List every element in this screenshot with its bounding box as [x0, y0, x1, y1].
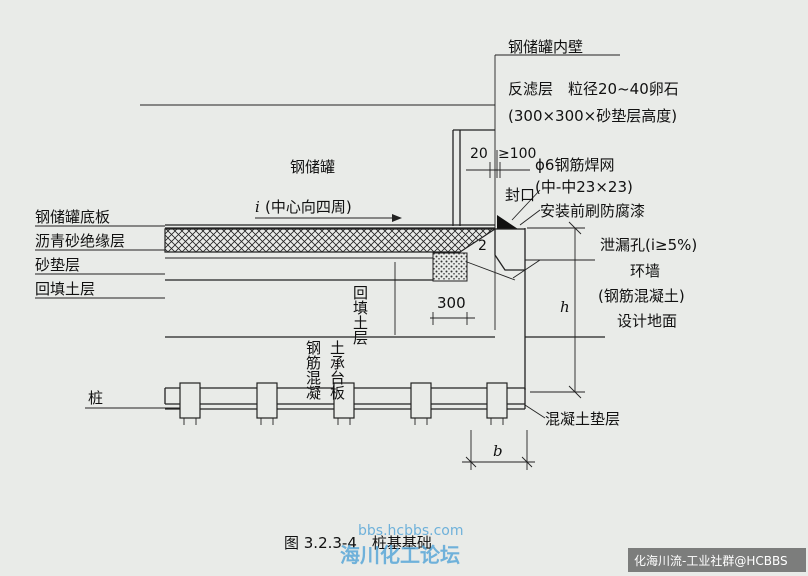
tank-label: 钢储罐	[290, 158, 335, 176]
left-leader-lines	[35, 225, 180, 409]
paint-label: 安装前刷防腐漆	[540, 202, 645, 220]
seal-label: 封口	[505, 186, 535, 204]
pile	[179, 382, 201, 425]
asphalt-layer-label: 沥青砂绝缘层	[35, 232, 125, 250]
inner-wall-label: 钢储罐内壁	[508, 38, 583, 56]
sand-layer-label: 砂垫层	[35, 256, 80, 274]
dimension-b	[462, 430, 535, 470]
watermark-corner: 化海川流-工业社群@HCBBS	[634, 553, 788, 568]
pile	[333, 382, 355, 425]
mesh-label: ϕ6钢筋焊网	[535, 156, 614, 174]
seal-block	[497, 215, 518, 229]
pile	[486, 382, 508, 425]
dim-20-label: 20	[470, 146, 488, 162]
figure-caption: 图 3.2.3-4 桩基基础	[284, 534, 432, 552]
leak-pipe	[466, 261, 516, 281]
design-ground-label: 设计地面	[617, 312, 677, 330]
watermark-forum: 海川化工论坛	[340, 543, 460, 567]
tank-bottom-plate	[165, 224, 495, 229]
dim-2-label: 2	[478, 238, 487, 254]
filter-size-label: (300×300×砂垫层高度)	[508, 107, 677, 125]
dim-100-label: ≥100	[498, 146, 536, 162]
leak-hole-label: 泄漏孔(i≥5%)	[600, 236, 697, 254]
mesh-spacing-label: (中-中23×23)	[535, 178, 633, 196]
dimension-300	[430, 312, 475, 325]
filter-layer-label: 反滤层 粒径20~40卵石	[508, 80, 679, 98]
dim-h-label: h	[560, 298, 570, 316]
inner-wall-leader	[494, 54, 620, 330]
top-dimension	[466, 150, 530, 178]
filter-gravel	[432, 252, 468, 282]
ring-wall-label: 环墙	[630, 262, 660, 280]
ring-wall-material-label: (钢筋混凝土)	[598, 287, 685, 305]
asphalt-insulation-layer	[164, 228, 498, 253]
dimension-h	[527, 221, 585, 399]
backfill-vertical-label: 回填土层	[351, 285, 369, 345]
concrete-cushion-label: 混凝土垫层	[545, 410, 620, 428]
pile	[256, 382, 278, 425]
backfill-layer-label: 回填土层	[35, 280, 95, 298]
piles	[179, 382, 508, 425]
bottom-plate-label: 钢储罐底板	[35, 208, 110, 226]
dim-b-label: b	[493, 442, 503, 460]
layer-boundaries	[165, 257, 495, 338]
tank-wall	[452, 129, 495, 226]
cap-vertical-label-2: 土承台板	[328, 340, 346, 400]
slope-text-label: (中心向四周)	[265, 198, 352, 216]
right-leader-lines	[511, 189, 595, 419]
ring-wall	[494, 228, 526, 390]
pile-label: 桩	[88, 389, 103, 407]
watermark-corner-bg	[628, 548, 806, 572]
dim-300-label: 300	[437, 294, 466, 312]
slope-arrow	[255, 214, 402, 222]
watermark-url: bbs.hcbbs.com	[358, 523, 464, 539]
pile	[410, 382, 432, 425]
slope-i-label: i	[255, 198, 260, 216]
cap-vertical-label-1: 钢筋混凝	[304, 340, 322, 401]
